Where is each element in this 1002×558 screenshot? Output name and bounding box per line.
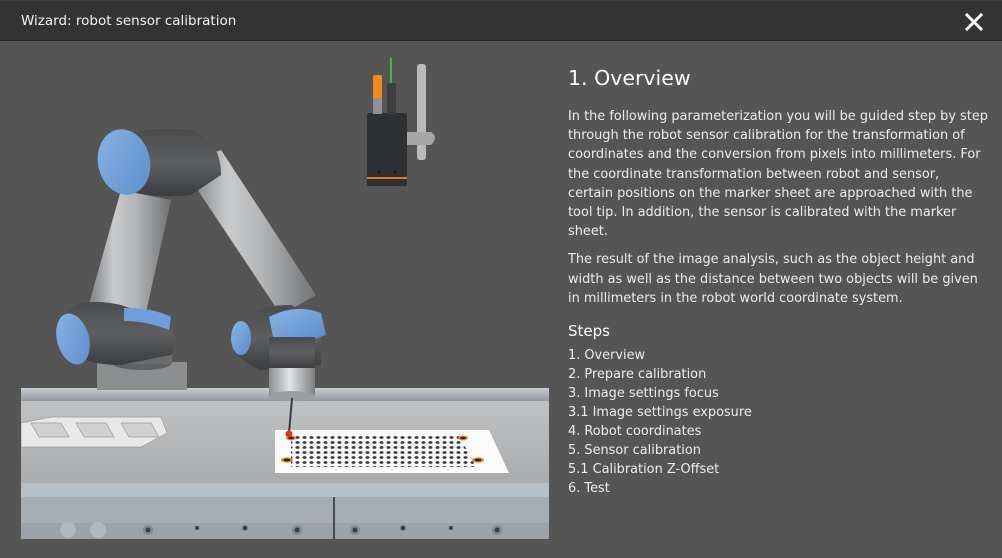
close-icon [964, 12, 984, 32]
step-item: 2. Prepare calibration [568, 367, 707, 383]
result-paragraph: The result of the image analysis, such a… [568, 252, 978, 306]
step-item: 3. Image settings focus [568, 386, 719, 402]
step-item: 6. Test [568, 481, 610, 497]
close-button[interactable] [962, 10, 986, 34]
step-item: 5. Sensor calibration [568, 443, 701, 459]
step-item: 3.1 Image settings exposure [568, 405, 752, 421]
calibration-illustration [20, 55, 549, 539]
page-title: 1. Overview [568, 66, 691, 90]
steps-heading: Steps [568, 322, 610, 341]
overview-panel: 1. Overview In the following parameteriz… [568, 64, 988, 498]
window-title: Wizard: robot sensor calibration [21, 13, 237, 29]
steps-list: 1. Overview 2. Prepare calibration 3. Im… [568, 346, 988, 498]
step-item: 5.1 Calibration Z-Offset [568, 462, 720, 478]
title-bar: Wizard: robot sensor calibration [0, 0, 1002, 41]
intro-paragraph: In the following parameterization you wi… [568, 109, 988, 240]
robot-scene-image [20, 58, 549, 539]
step-item: 1. Overview [568, 348, 646, 364]
step-item: 4. Robot coordinates [568, 424, 702, 440]
